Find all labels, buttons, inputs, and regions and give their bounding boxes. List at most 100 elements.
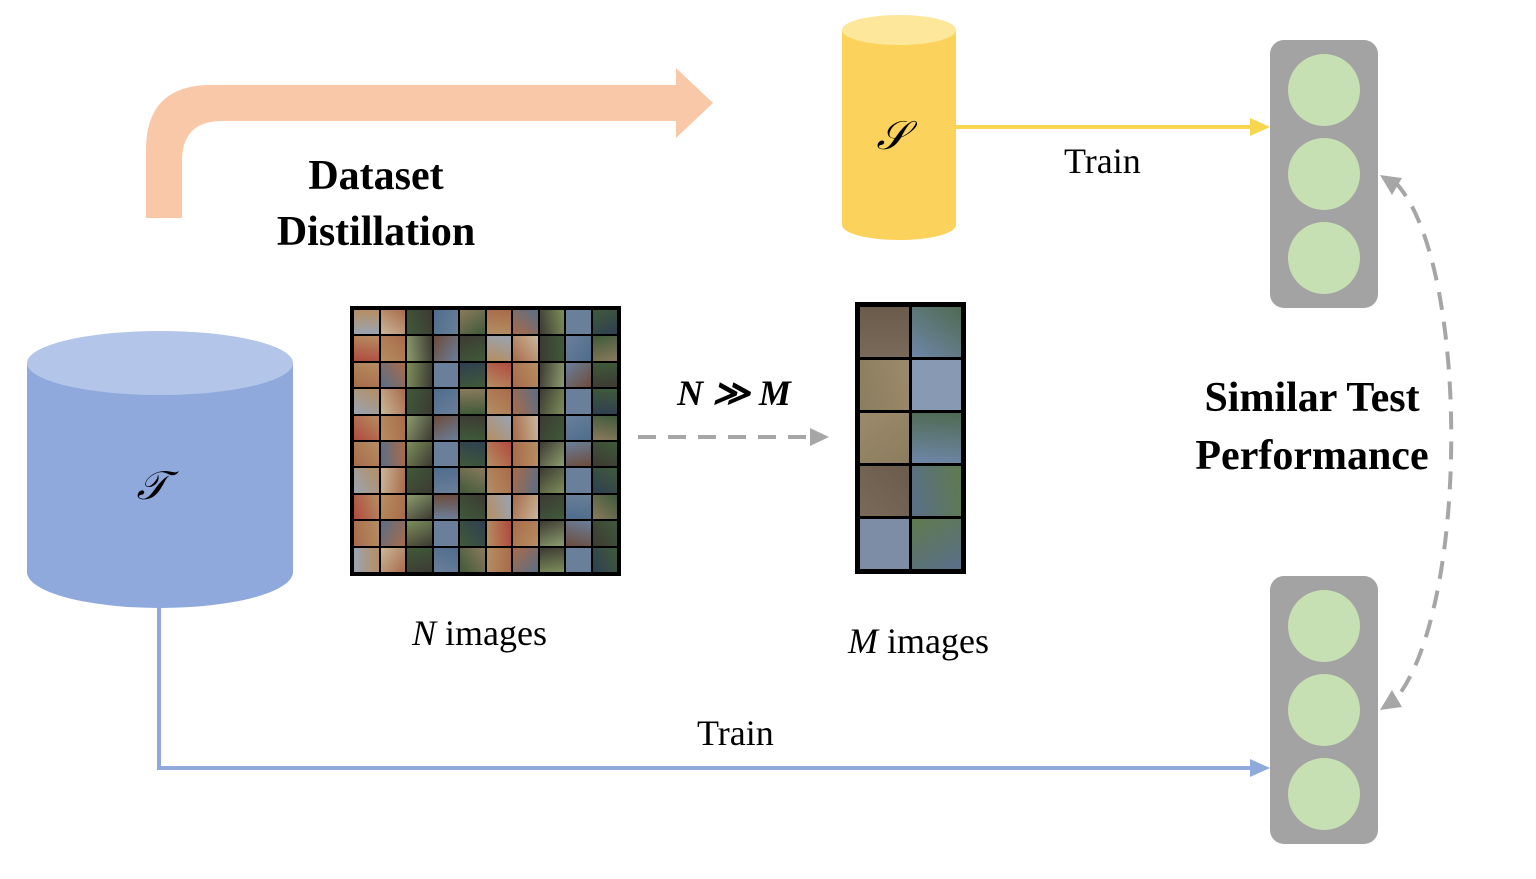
real-image-thumbnail [592,494,617,520]
real-image-thumbnail [539,547,564,572]
neuron-node [1288,758,1360,830]
neuron-node [1288,138,1360,210]
train-arrowhead-synthetic [1250,118,1270,136]
real-image-thumbnail [592,362,617,388]
real-image-thumbnail [566,494,591,520]
real-image-thumbnail [407,310,432,335]
real-image-thumbnail [539,441,564,467]
network-real-trained [1270,576,1378,844]
similarity-arrow [1393,180,1454,702]
neuron-node [1288,674,1360,746]
real-image-thumbnail [513,521,538,546]
real-image-thumbnail [380,389,405,414]
real-image-thumbnail [592,441,617,467]
similarity-arrowhead-top [1380,175,1402,195]
real-image-thumbnail [566,415,591,440]
real-image-thumbnail [486,468,511,493]
real-image-thumbnail [486,494,511,520]
synthetic-image-thumbnail [860,307,909,357]
real-image-thumbnail [407,415,432,440]
real-image-thumbnail [566,441,591,467]
real-image-thumbnail [566,389,591,414]
real-image-thumbnail [566,310,591,335]
real-image-thumbnail [380,336,405,361]
real-image-thumbnail [407,389,432,414]
real-image-thumbnail [433,389,458,414]
train-arrow-real [157,608,1252,770]
synthetic-image-thumbnail [860,519,909,569]
m-images-label: M images [848,620,989,662]
n-variable: N [412,613,437,653]
real-image-thumbnail [539,494,564,520]
real-image-thumbnail [592,415,617,440]
n-images-label: N images [412,612,547,654]
real-image-thumbnail [380,468,405,493]
real-image-thumbnail [566,362,591,388]
synthetic-image-thumbnail [860,413,909,463]
real-image-thumbnail [539,389,564,414]
real-image-thumbnail [566,336,591,361]
n-images-text: images [436,613,547,653]
title-line-2: Distillation [276,209,476,255]
real-image-thumbnail [460,494,485,520]
real-image-thumbnail [566,521,591,546]
real-image-thumbnail [407,336,432,361]
real-image-thumbnail [354,494,379,520]
title-line-1: Dataset [308,153,444,199]
real-image-thumbnail [407,362,432,388]
real-image-thumbnail [513,389,538,414]
real-image-thumbnail [566,468,591,493]
result-line-1: Similar Test [1204,375,1420,421]
real-image-thumbnail [486,362,511,388]
synthetic-images-grid [855,302,966,574]
real-image-thumbnail [513,362,538,388]
real-image-thumbnail [380,494,405,520]
real-image-thumbnail [513,310,538,335]
real-image-thumbnail [513,468,538,493]
synthetic-image-thumbnail [912,466,961,516]
real-image-thumbnail [354,521,379,546]
real-image-thumbnail [486,547,511,572]
real-image-thumbnail [460,336,485,361]
distillation-arrow [146,68,713,218]
real-image-thumbnail [539,415,564,440]
real-image-thumbnail [433,441,458,467]
real-image-thumbnail [354,310,379,335]
real-image-thumbnail [407,441,432,467]
real-image-thumbnail [460,310,485,335]
neuron-node [1288,222,1360,294]
real-image-thumbnail [513,415,538,440]
train-label-top: Train [1064,141,1141,181]
real-image-thumbnail [407,468,432,493]
synthetic-image-thumbnail [912,413,961,463]
real-image-thumbnail [380,547,405,572]
real-image-thumbnail [486,310,511,335]
network-synthetic-trained [1270,40,1378,308]
real-image-thumbnail [407,547,432,572]
real-image-thumbnail [592,336,617,361]
synthetic-image-thumbnail [860,466,909,516]
synthetic-image-thumbnail [860,360,909,410]
train-label-bottom: Train [697,713,774,753]
real-image-thumbnail [486,336,511,361]
real-image-thumbnail [566,547,591,572]
real-image-thumbnail [433,468,458,493]
real-image-thumbnail [354,415,379,440]
real-image-thumbnail [486,441,511,467]
neuron-node [1288,590,1360,662]
synthetic-image-thumbnail [912,360,961,410]
real-image-thumbnail [592,521,617,546]
real-image-thumbnail [433,336,458,361]
real-image-thumbnail [354,441,379,467]
m-images-text: images [878,621,989,661]
real-image-thumbnail [380,521,405,546]
real-image-thumbnail [513,494,538,520]
synthetic-image-thumbnail [912,307,961,357]
neuron-node [1288,54,1360,126]
synthetic-symbol: 𝒮 [876,113,908,158]
compression-arrowhead [810,428,829,446]
real-image-thumbnail [460,415,485,440]
similarity-arrowhead-bottom [1380,690,1402,710]
result-line-2: Performance [1195,433,1429,479]
